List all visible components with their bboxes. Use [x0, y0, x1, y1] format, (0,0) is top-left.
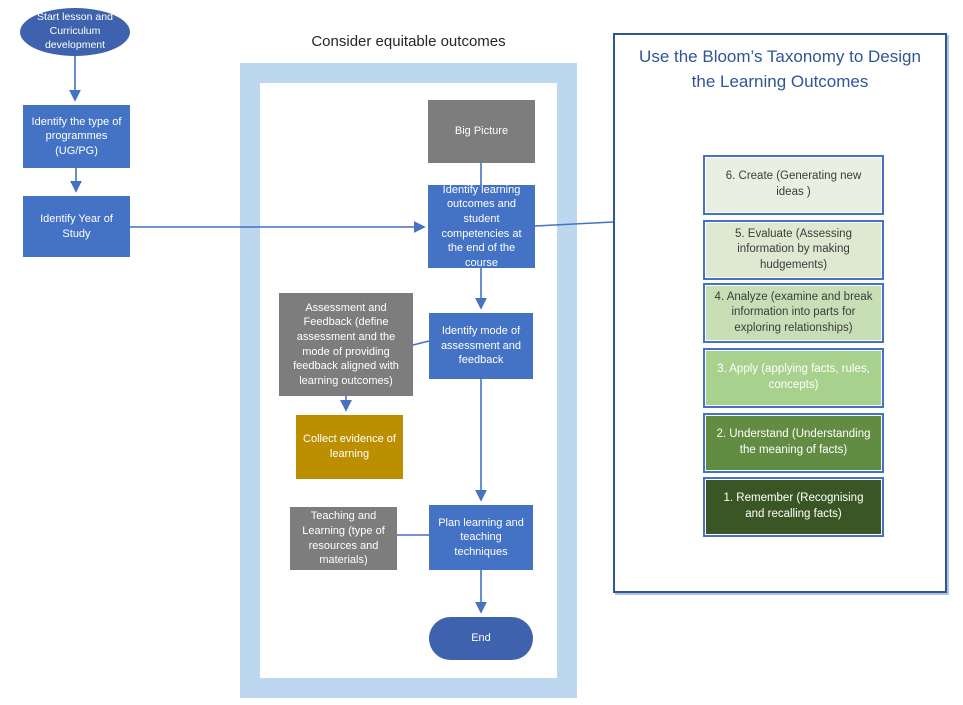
- big-picture-node: Big Picture: [428, 100, 535, 163]
- identify-programme-type-node: Identify the type of programmes (UG/PG): [23, 105, 130, 168]
- collect-evidence-node: Collect evidence of learning: [296, 415, 403, 479]
- bloom-level-evaluate: 5. Evaluate (Assessing information by ma…: [703, 220, 884, 280]
- end-node: End: [429, 617, 533, 660]
- bloom-level-remember: 1. Remember (Recognising and recalling f…: [703, 477, 884, 537]
- identify-learning-outcomes-node: Identify learning outcomes and student c…: [428, 184, 535, 269]
- identify-assessment-mode-node: Identify mode of assessment and feedback: [429, 313, 533, 379]
- assessment-feedback-note-node: Assessment and Feedback (define assessme…: [279, 293, 413, 396]
- bloom-level-understand: 2. Understand (Understanding the meaning…: [703, 413, 884, 473]
- plan-learning-node: Plan learning and teaching techniques: [429, 505, 533, 570]
- bloom-level-create: 6. Create (Generating new ideas ): [703, 155, 884, 215]
- bloom-level-apply: 3. Apply (applying facts, rules, concept…: [703, 348, 884, 408]
- equitable-outcomes-title: Consider equitable outcomes: [311, 33, 506, 50]
- bloom-taxonomy-title: Use the Bloom’s Taxonomy to Design the L…: [639, 47, 921, 91]
- teaching-learning-note-node: Teaching and Learning (type of resources…: [290, 507, 397, 570]
- bloom-level-analyze: 4. Analyze (examine and break informatio…: [703, 283, 884, 343]
- identify-year-node: Identify Year of Study: [23, 196, 130, 257]
- start-node: Start lesson and Curriculum development: [20, 8, 130, 56]
